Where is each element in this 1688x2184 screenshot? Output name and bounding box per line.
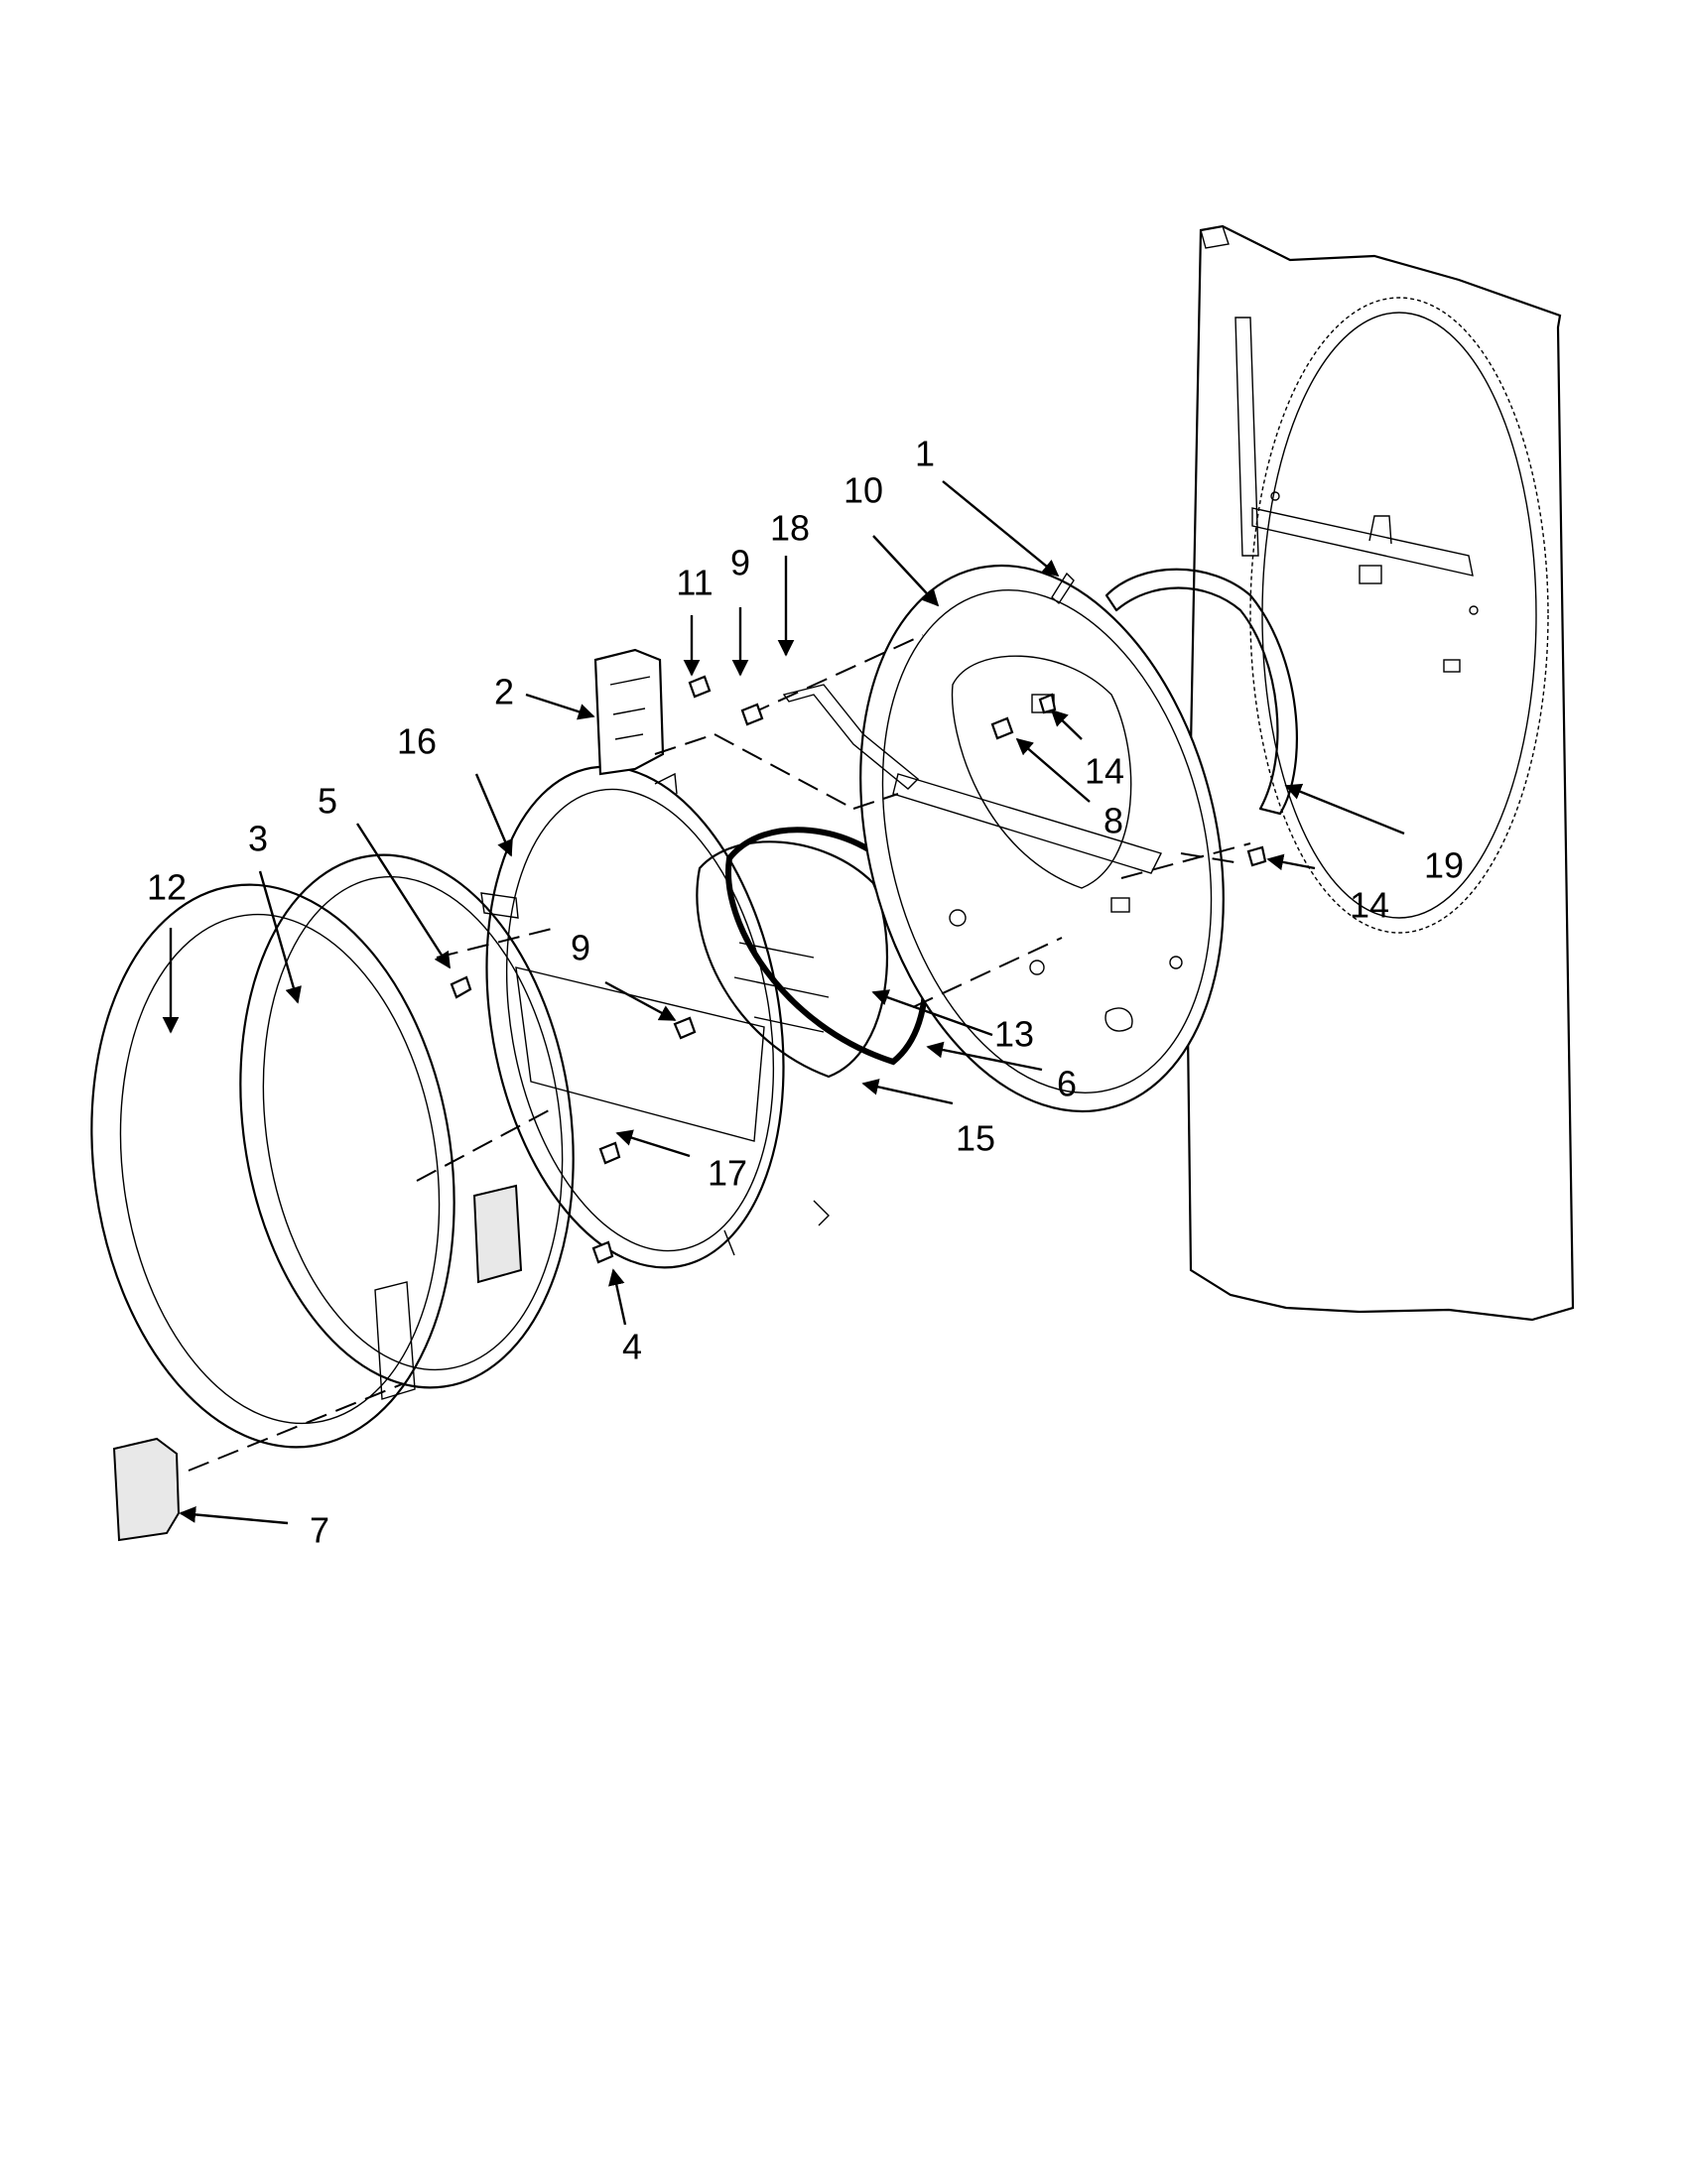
callout-16: 16 <box>397 721 437 762</box>
callout-17: 17 <box>708 1153 747 1194</box>
screw-parts <box>450 572 1267 1264</box>
assembly-dash-lines <box>188 634 1251 1472</box>
callout-12: 12 <box>147 867 187 908</box>
door-frame-seal <box>1104 568 1298 816</box>
leader-arrows <box>162 480 1405 1525</box>
callout-10: 10 <box>844 470 883 511</box>
callout-13: 13 <box>994 1014 1034 1055</box>
callout-6: 6 <box>1057 1064 1077 1104</box>
callout-18: 18 <box>770 508 810 549</box>
callout-8: 8 <box>1104 801 1123 841</box>
callout-14b: 14 <box>1350 885 1389 926</box>
door-latch-assembly <box>593 648 665 776</box>
cabinet-front-panel <box>1185 224 1575 1322</box>
callout-5: 5 <box>318 781 337 822</box>
callout-15: 15 <box>956 1118 995 1159</box>
callout-2: 2 <box>494 672 514 712</box>
callout-1: 1 <box>915 434 935 474</box>
outer-door-ring <box>90 883 455 1449</box>
callout-3: 3 <box>248 819 268 859</box>
door-trim-ring <box>239 853 575 1389</box>
callout-7: 7 <box>310 1510 329 1551</box>
callout-labels: 1 2 3 4 5 6 7 8 9 9 10 11 12 13 14 14 15… <box>147 434 1464 1551</box>
door-inner-liner <box>480 765 830 1269</box>
callout-19: 19 <box>1424 845 1464 886</box>
door-handle <box>112 1437 181 1542</box>
callout-14a: 14 <box>1085 751 1124 792</box>
callout-9b: 9 <box>571 928 590 968</box>
callout-11: 11 <box>676 563 713 603</box>
callout-9a: 9 <box>730 543 750 583</box>
callout-4: 4 <box>622 1327 642 1367</box>
inner-door-frame <box>859 564 1225 1113</box>
